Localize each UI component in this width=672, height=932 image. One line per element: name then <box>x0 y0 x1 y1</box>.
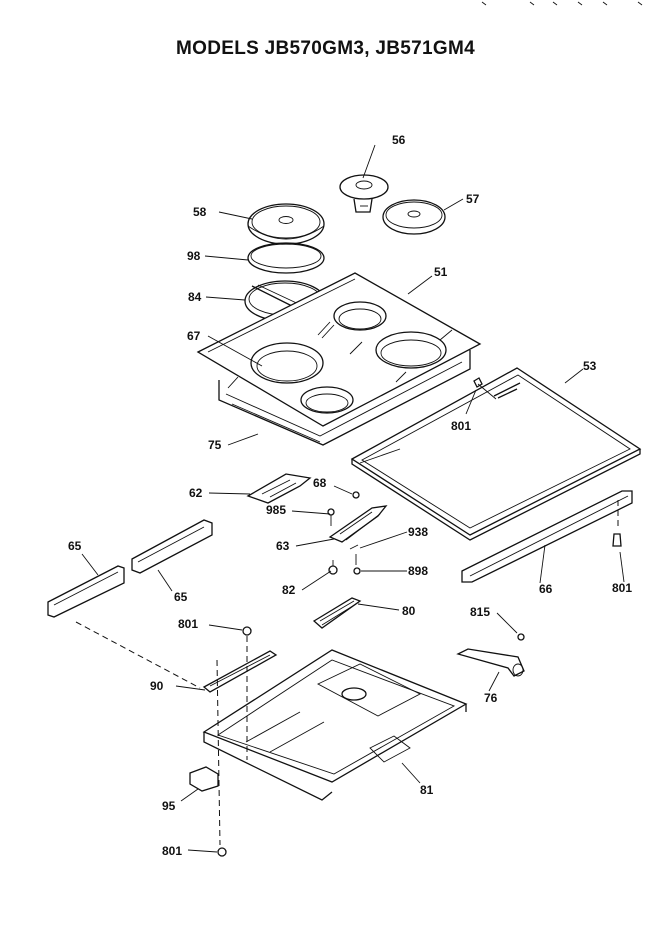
leader-lines <box>81 144 625 853</box>
surface-unit-57 <box>382 199 446 235</box>
bracket-63 <box>328 505 388 543</box>
label-801-c: 801 <box>178 617 198 631</box>
label-57: 57 <box>466 192 480 206</box>
label-75: 75 <box>208 438 222 452</box>
pan-75 <box>218 350 471 446</box>
panel-leader <box>75 621 201 689</box>
rail-66 <box>461 490 633 583</box>
ring-98 <box>247 242 325 274</box>
clip-95 <box>189 766 219 792</box>
surface-unit-56 <box>339 174 389 213</box>
cooktop-51 <box>196 272 482 427</box>
label-84: 84 <box>188 290 202 304</box>
label-815: 815 <box>470 605 490 619</box>
label-95: 95 <box>162 799 176 813</box>
hardware-small <box>327 377 497 575</box>
label-76: 76 <box>484 691 498 705</box>
label-80: 80 <box>402 604 416 618</box>
label-801-d: 801 <box>162 844 182 858</box>
label-58: 58 <box>193 205 207 219</box>
label-56: 56 <box>392 133 406 147</box>
label-985: 985 <box>266 503 286 517</box>
side-panel-65-left <box>47 565 125 618</box>
label-66: 66 <box>539 582 553 596</box>
label-65-right: 65 <box>174 590 188 604</box>
corner-marks <box>481 1 643 6</box>
label-90: 90 <box>150 679 164 693</box>
label-938: 938 <box>408 525 428 539</box>
label-81: 81 <box>420 783 434 797</box>
label-68: 68 <box>313 476 327 490</box>
screw-leader-2 <box>216 659 221 846</box>
bracket-62 <box>246 473 312 504</box>
diagram-title: MODELS JB570GM3, JB571GM4 <box>176 38 475 59</box>
surface-unit-58 <box>247 203 325 245</box>
label-51: 51 <box>434 265 448 279</box>
label-62: 62 <box>189 486 203 500</box>
label-898: 898 <box>408 564 428 578</box>
label-65-left: 65 <box>68 539 82 553</box>
handle-76 <box>456 633 525 677</box>
side-panel-65-right <box>131 519 213 574</box>
label-801-a: 801 <box>451 419 471 433</box>
frame-53 <box>350 367 642 541</box>
label-801-b: 801 <box>612 581 632 595</box>
label-67: 67 <box>187 329 201 343</box>
label-63: 63 <box>276 539 290 553</box>
label-53: 53 <box>583 359 597 373</box>
label-98: 98 <box>187 249 201 263</box>
strip-90 <box>202 650 278 693</box>
part-labels: 56 58 57 98 51 84 67 53 801 75 62 68 985… <box>68 133 632 858</box>
screws-801 <box>217 533 622 857</box>
label-82: 82 <box>282 583 296 597</box>
bottom-pan-81 <box>202 649 468 801</box>
strip-80 <box>312 597 362 629</box>
